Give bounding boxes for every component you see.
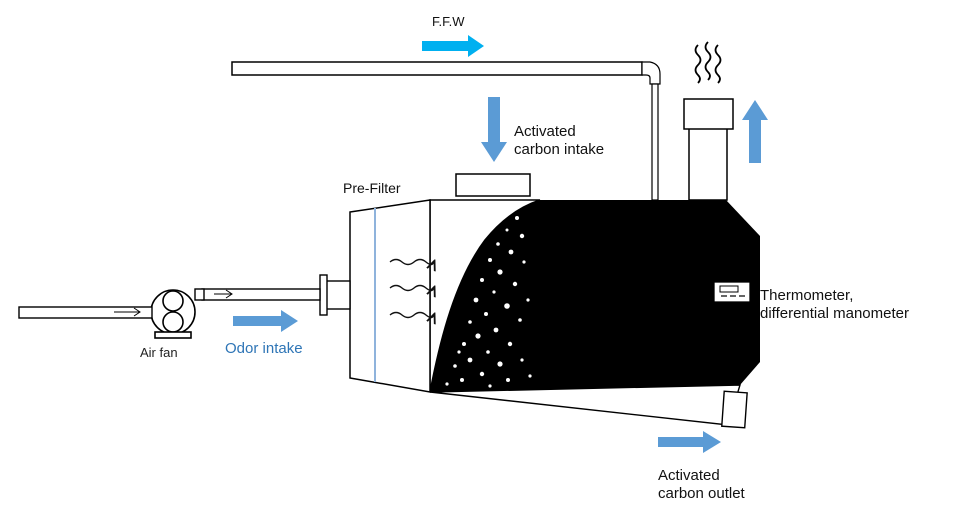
carbon-bed [430,200,760,392]
vessel-outline [429,199,541,393]
ffw-pipe [231,61,643,76]
carbon-intake-arrow [481,97,507,162]
exhaust-flow-arrow [742,100,768,163]
inlet-collar [325,280,351,310]
exhaust-cap [683,98,734,130]
pre-filter-housing [349,199,431,393]
carbon-outlet-label: Activated carbon outlet [658,467,745,503]
ffw-elbow [641,61,661,85]
air-fan-label: Air fan [140,345,178,360]
carbon-outlet-arrow [658,431,721,453]
carbon-granules [445,216,532,388]
carbon-outlet-label-line1: Activated [658,467,720,484]
ffw-flow-arrow [422,35,484,57]
ffw-down-pipe [651,83,659,201]
thermometer-label-line2: differential manometer [760,305,909,322]
airflow-arrows [389,260,434,318]
carbon-intake-label-line1: Activated [514,123,576,140]
carbon-outlet-nozzle [721,390,748,429]
carbon-intake-label-line2: carbon intake [514,141,605,158]
steam-icon [694,41,722,84]
carbon-outlet-label-line2: carbon outlet [658,485,745,502]
exhaust-stack [688,127,728,201]
carbon-outlet-cone [429,384,741,426]
carbon-intake-label: Activated carbon intake [514,123,604,159]
inlet-flange [319,274,328,316]
carbon-intake-hatch [455,173,531,197]
odor-intake-arrow [233,310,298,332]
thermometer-label-line1: Thermometer, [760,287,854,304]
ffw-label: F.F.W [432,14,465,29]
thermometer-label: Thermometer, differential manometer [760,287,909,323]
fan-inlet-pipe [18,306,153,319]
odor-intake-label: Odor intake [225,340,303,357]
air-fan-icon [150,289,196,339]
pre-filter-label: Pre-Filter [343,180,401,196]
fan-inlet-arrow-icon [114,307,141,317]
inlet-arrow-icon [214,289,233,299]
fan-outlet-stub [194,288,205,301]
thermometer-display-icon [713,281,751,303]
